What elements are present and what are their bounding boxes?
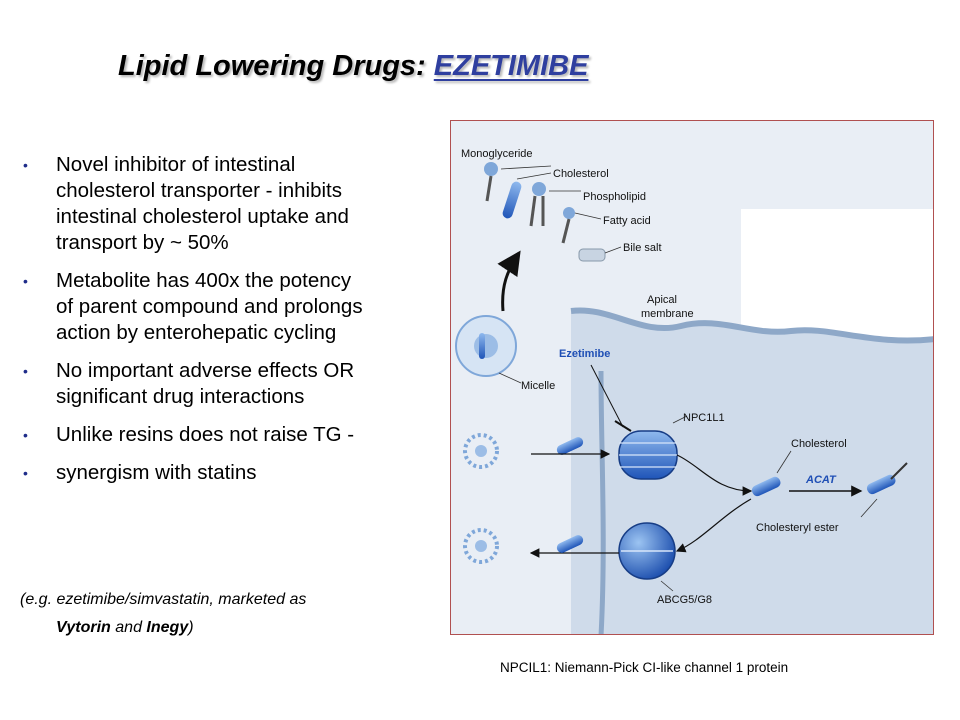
example-note: (e.g. ezetimibe/simvastatin, marketed as… bbox=[20, 586, 306, 642]
label-membrane: membrane bbox=[641, 308, 694, 320]
label-cholesterol-cell: Cholesterol bbox=[791, 438, 847, 450]
bullet-line: transport by ~ 50% bbox=[56, 231, 229, 254]
cholesterol-cell bbox=[751, 476, 781, 497]
bullet-item: • Novel inhibitor of intestinal choleste… bbox=[20, 152, 460, 256]
label-npc1l1: NPC1L1 bbox=[683, 412, 725, 424]
figure-blank-patch bbox=[741, 209, 933, 349]
cholesterol-lumen-out bbox=[556, 535, 584, 553]
npc1l1-transporter bbox=[618, 430, 678, 480]
ezetimibe-pointer bbox=[590, 364, 624, 428]
bullet-list: • Novel inhibitor of intestinal choleste… bbox=[20, 152, 460, 498]
bullet-dot-icon: • bbox=[23, 465, 28, 481]
label-monoglyceride: Monoglyceride bbox=[461, 148, 533, 160]
mechanism-figure: Monoglyceride Cholesterol Phospholipid F… bbox=[450, 120, 934, 635]
note-close: ) bbox=[188, 619, 194, 636]
micelle-top bbox=[455, 315, 517, 377]
bullet-dot-icon: • bbox=[23, 427, 28, 443]
bullet-line: synergism with statins bbox=[56, 461, 257, 484]
bullet-line: No important adverse effects OR bbox=[56, 359, 355, 382]
cell-membrane-left bbox=[598, 370, 606, 634]
label-phospholipid: Phospholipid bbox=[583, 191, 646, 203]
bullet-item: • Metabolite has 400x the potency of par… bbox=[20, 268, 460, 346]
bullet-item: • Unlike resins does not raise TG - bbox=[20, 422, 460, 448]
bullet-line: Unlike resins does not raise TG - bbox=[56, 423, 355, 446]
label-apical: Apical bbox=[647, 294, 677, 306]
bullet-line: action by enterohepatic cycling bbox=[56, 321, 337, 344]
bullet-line: Metabolite has 400x the potency bbox=[56, 269, 352, 292]
bullet-item: • synergism with statins bbox=[20, 460, 460, 486]
label-fatty-acid: Fatty acid bbox=[603, 215, 651, 227]
brand-inegy: Inegy bbox=[146, 619, 189, 636]
bullet-item: • No important adverse effects OR signif… bbox=[20, 358, 460, 410]
monoglyceride-molecule bbox=[484, 162, 498, 202]
label-bile-salt: Bile salt bbox=[623, 242, 662, 254]
note-line-1: (e.g. ezetimibe/simvastatin, marketed as bbox=[20, 591, 307, 608]
title-drug-name: EZETIMIBE bbox=[433, 50, 589, 82]
efflux-path-arrow bbox=[675, 498, 752, 553]
fatty-acid-molecule bbox=[561, 207, 575, 244]
bullet-dot-icon: • bbox=[23, 363, 28, 379]
to-cell-arrow bbox=[676, 454, 753, 496]
label-micelle: Micelle bbox=[521, 380, 555, 392]
bullet-dot-icon: • bbox=[23, 273, 28, 289]
ezetimibe-block-bar bbox=[614, 420, 632, 432]
label-abcg5-g8: ABCG5/G8 bbox=[657, 594, 712, 606]
cholesteryl-ester bbox=[866, 474, 896, 495]
title-prefix: Lipid Lowering Drugs: bbox=[118, 50, 434, 82]
note-and: and bbox=[110, 619, 147, 636]
cholesterol-lumen-in bbox=[556, 437, 584, 455]
label-cholesterol-top: Cholesterol bbox=[553, 168, 609, 180]
bullet-line: Novel inhibitor of intestinal bbox=[56, 153, 296, 176]
bullet-line: cholesterol transporter - inhibits bbox=[56, 179, 342, 202]
figure-caption: NPCIL1: Niemann-Pick CI-like channel 1 p… bbox=[500, 660, 789, 675]
label-cholesteryl-ester: Cholesteryl ester bbox=[756, 522, 839, 534]
brand-vytorin: Vytorin bbox=[56, 619, 111, 636]
micelle-bottom bbox=[463, 528, 499, 564]
bile-salt-molecule bbox=[578, 248, 606, 262]
dissociation-arrow bbox=[497, 250, 521, 312]
phospholipid-molecule bbox=[529, 182, 546, 227]
slide-title: Lipid Lowering Drugs: EZETIMIBE bbox=[118, 50, 588, 83]
label-acat: ACAT bbox=[805, 474, 837, 486]
bullet-dot-icon: • bbox=[23, 157, 28, 173]
cholesterol-top-molecule bbox=[502, 181, 522, 219]
bullet-line: of parent compound and prolongs bbox=[56, 295, 363, 318]
label-ezetimibe: Ezetimibe bbox=[559, 348, 610, 360]
note-line-2: Vytorin and Inegy) bbox=[20, 614, 306, 642]
abcg5-g8-transporter bbox=[618, 522, 676, 580]
mechanism-diagram: Monoglyceride Cholesterol Phospholipid F… bbox=[451, 121, 933, 634]
bullet-line: significant drug interactions bbox=[56, 385, 305, 408]
apical-membrane bbox=[570, 307, 933, 344]
bullet-line: intestinal cholesterol uptake and bbox=[56, 205, 349, 228]
micelle-middle bbox=[463, 433, 499, 469]
